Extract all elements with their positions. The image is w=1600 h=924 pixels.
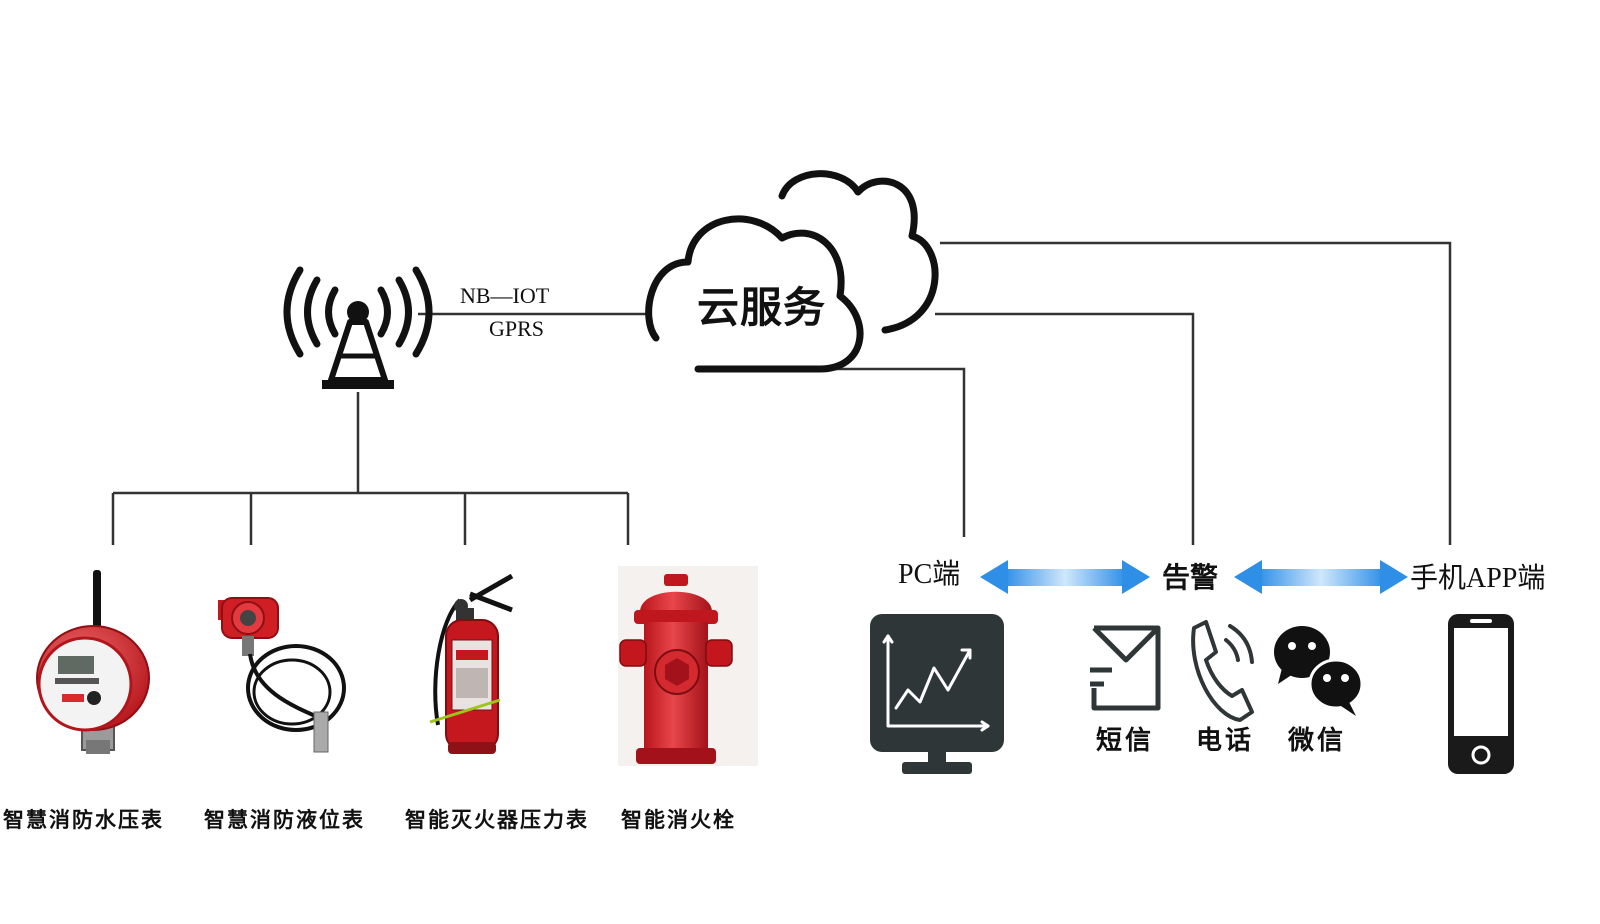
- fire-extinguisher-icon: [429, 573, 514, 754]
- connection-lines: [111, 241, 1452, 545]
- cloud-icon: [645, 170, 939, 373]
- device-label-hydrant: 智能消火栓: [621, 808, 736, 832]
- cloud-to-mobile-line: [940, 241, 1452, 545]
- device-label-extinguisher: 智能灭火器压力表: [405, 808, 589, 832]
- cloud-service-label: 云服务: [697, 283, 827, 332]
- wechat-icon: [1274, 626, 1364, 716]
- cloud-to-pc-line: [830, 367, 966, 537]
- fire-hydrant-icon: [618, 566, 758, 766]
- pc-endpoint-label: PC端: [898, 559, 961, 590]
- sms-label: 短信: [1096, 726, 1155, 756]
- network-protocol-nbiot: NB—IOT: [460, 283, 550, 308]
- sms-envelope-icon: [1090, 625, 1161, 711]
- cell-tower-icon: [283, 266, 433, 389]
- smartphone-icon: [1448, 614, 1514, 774]
- network-protocol-gprs: GPRS: [489, 316, 545, 341]
- liquid-level-gauge-icon: [218, 597, 346, 753]
- bidirectional-arrow: [980, 560, 1150, 594]
- device-label-liquid-level: 智慧消防液位表: [204, 808, 365, 832]
- alarm-label: 告警: [1162, 563, 1219, 594]
- phone-label: 电话: [1196, 726, 1255, 756]
- wechat-label: 微信: [1288, 726, 1347, 756]
- mobile-app-endpoint-label: 手机APP端: [1410, 563, 1546, 594]
- monitor-chart-icon: [870, 614, 1004, 774]
- device-label-water-pressure: 智慧消防水压表: [3, 808, 164, 832]
- bidirectional-arrow: [1234, 560, 1408, 594]
- cloud-to-alarm-line: [935, 312, 1195, 545]
- phone-icon: [1191, 620, 1254, 722]
- water-pressure-gauge-icon: [36, 570, 150, 754]
